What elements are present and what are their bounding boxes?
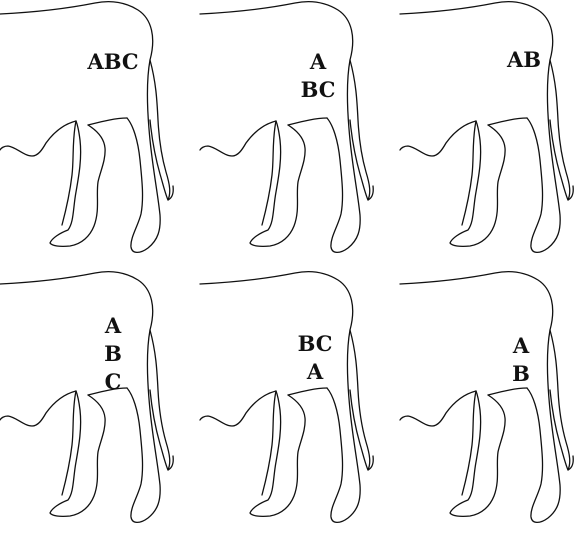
panel-2: A BC [200,0,400,270]
brand-line: B [476,360,566,388]
cow-hindquarter-outline [200,270,400,540]
brand-line: A [273,48,363,76]
brand-line: A [476,332,566,360]
cow-hindquarter-outline [0,0,200,270]
brand-line: ABC [68,48,158,76]
brand-line: A [270,358,360,386]
brand-line: C [68,368,158,396]
panel-5: BC A [200,270,400,540]
brand-line: BC [273,76,363,104]
brand-mark: BC A [270,330,360,386]
brand-line: BC [270,330,360,358]
cow-hindquarter-outline [400,0,578,270]
brand-mark: A B C [68,312,158,396]
brand-mark: A B [476,332,566,388]
brand-line: AB [479,46,569,74]
cow-hindquarter-outline [400,270,578,540]
brand-mark: AB [479,46,569,74]
panel-3: AB [400,0,578,270]
brand-mark: ABC [68,48,158,76]
panel-1: ABC [0,0,200,270]
panel-4: A B C [0,270,200,540]
brand-line: B [68,340,158,368]
panel-6: A B [400,270,578,540]
cow-hindquarter-outline [0,270,200,540]
brand-line: A [68,312,158,340]
cow-hindquarter-outline [200,0,400,270]
brand-mark: A BC [273,48,363,104]
